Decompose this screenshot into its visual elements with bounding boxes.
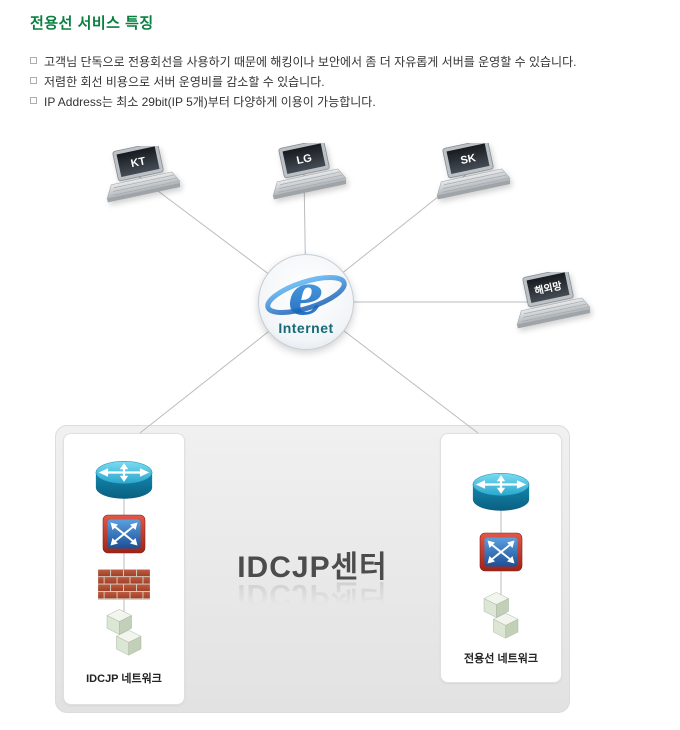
laptop-label: KT bbox=[130, 155, 147, 170]
server-icon bbox=[103, 607, 145, 658]
laptop-kt-icon: KT bbox=[96, 146, 180, 206]
datacenter-title: IDCJP센터 bbox=[237, 551, 388, 584]
server-icon bbox=[480, 590, 522, 641]
laptop-overseas-icon: 해외망 bbox=[506, 272, 590, 332]
feature-text: 저렴한 회선 비용으로 서버 운영비를 감소할 수 있습니다. bbox=[44, 75, 325, 89]
internet-globe-icon: e bbox=[258, 254, 354, 350]
feature-item: 고객님 단독으로 전용회선을 사용하기 때문에 해킹이나 보안에서 좀 더 자유… bbox=[30, 52, 576, 72]
laptop-label: LG bbox=[296, 152, 313, 167]
datacenter-title-reflection: IDCJP센터 bbox=[237, 578, 388, 611]
laptop-label: SK bbox=[460, 152, 477, 167]
feature-item: 저렴한 회선 비용으로 서버 운영비를 감소할 수 있습니다. bbox=[30, 72, 576, 92]
router-icon bbox=[471, 470, 531, 514]
ie-logo-letter: e bbox=[288, 262, 324, 328]
laptop-lg-icon: LG bbox=[262, 143, 346, 203]
feature-list: 고객님 단독으로 전용회선을 사용하기 때문에 해킹이나 보안에서 좀 더 자유… bbox=[30, 52, 576, 112]
internet-globe: e Internet bbox=[256, 252, 356, 352]
internet-label: Internet bbox=[278, 320, 334, 336]
right-network-label: 전용선 네트워크 bbox=[464, 653, 538, 665]
bullet-square-icon bbox=[30, 97, 37, 104]
page-title: 전용선 서비스 특징 bbox=[30, 15, 154, 32]
bullet-square-icon bbox=[30, 57, 37, 64]
laptop-sk-icon: SK bbox=[426, 143, 510, 203]
switch-icon bbox=[102, 514, 146, 554]
feature-text: 고객님 단독으로 전용회선을 사용하기 때문에 해킹이나 보안에서 좀 더 자유… bbox=[44, 55, 577, 69]
feature-text: IP Address는 최소 29bit(IP 5개)부터 다양하게 이용이 가… bbox=[44, 95, 376, 109]
switch-icon bbox=[479, 532, 523, 572]
feature-item: IP Address는 최소 29bit(IP 5개)부터 다양하게 이용이 가… bbox=[30, 92, 576, 112]
firewall-icon bbox=[98, 566, 150, 603]
left-network-label: IDCJP 네트워크 bbox=[86, 673, 162, 685]
bullet-square-icon bbox=[30, 77, 37, 84]
router-icon bbox=[94, 458, 154, 502]
